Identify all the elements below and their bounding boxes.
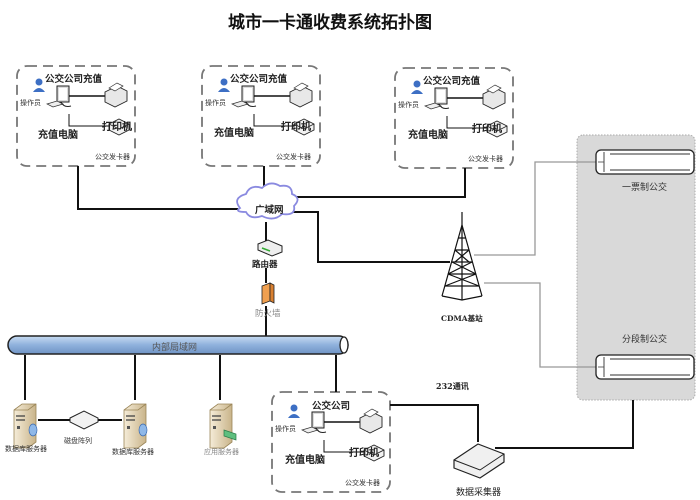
bus-single-label: 一票制公交 — [622, 183, 668, 193]
box-1-title: 公交公司充值 — [45, 74, 103, 85]
box-3-title: 公交公司充值 — [423, 76, 481, 87]
box-1-card-issuer: 公交发卡器 — [95, 153, 130, 161]
wan-label: 广域网 — [255, 205, 284, 216]
link-collector-panel — [495, 400, 634, 449]
box-2-pc: 充值电脑 — [214, 128, 254, 139]
company-box — [271, 391, 391, 493]
firewall-icon — [261, 282, 271, 305]
bus-single-icon — [595, 149, 695, 175]
data-collector-icon — [453, 443, 505, 479]
company-box-title: 公交公司 — [312, 401, 351, 412]
box-2-card-issuer: 公交发卡器 — [276, 153, 311, 161]
bus-segment-icon — [595, 354, 695, 380]
link-company-collector — [390, 404, 479, 442]
app-server-label: 应用服务器 — [204, 448, 239, 456]
company-pc: 充值电脑 — [285, 455, 325, 466]
box-2-printer: 打印机 — [281, 122, 311, 133]
comm-232-label: 232通讯 — [436, 381, 469, 391]
link-wan-tower — [290, 211, 450, 263]
recharge-box-1 — [16, 65, 136, 167]
box-3-pc: 充值电脑 — [408, 130, 448, 141]
disk-array-label: 磁盘阵列 — [64, 437, 92, 445]
link-box3-wan — [280, 168, 466, 198]
box-1-printer: 打印机 — [102, 122, 132, 133]
tower-label: CDMA基站 — [441, 314, 483, 323]
box-3-operator: 操作员 — [398, 101, 419, 109]
recharge-box-2 — [201, 65, 321, 167]
recharge-box-3 — [394, 67, 514, 169]
router-label: 路由器 — [252, 260, 278, 270]
db-server-2-label: 数据库服务器 — [112, 448, 154, 456]
box-2-title: 公交公司充值 — [230, 74, 288, 85]
box-1-pc: 充值电脑 — [38, 130, 78, 141]
lan-label: 内部局域网 — [152, 343, 198, 353]
router-icon — [257, 239, 283, 257]
db-server-1-label: 数据库服务器 — [5, 445, 47, 453]
box-3-printer: 打印机 — [472, 124, 502, 135]
app-server-icon — [209, 403, 233, 449]
company-printer: 打印机 — [349, 448, 379, 459]
box-2-operator: 操作员 — [205, 99, 226, 107]
box-1-operator: 操作员 — [20, 99, 41, 107]
company-operator: 操作员 — [275, 425, 296, 433]
link-tower-bus-segment — [484, 282, 598, 368]
wan-cloud-icon — [236, 182, 299, 220]
link-box1-wan — [77, 166, 238, 210]
bus-segment-label: 分段制公交 — [622, 335, 668, 345]
bus-panel — [576, 134, 696, 401]
page-title: 城市一卡通收费系统拓扑图 — [228, 13, 432, 33]
company-card-issuer: 公交发卡器 — [345, 479, 380, 487]
link-tower-bus-single — [474, 161, 598, 256]
box-3-card-issuer: 公交发卡器 — [468, 155, 503, 163]
firewall-label: 防火墙 — [255, 309, 281, 319]
collector-label: 数据采集器 — [456, 488, 502, 498]
disk-array-icon — [69, 410, 99, 430]
cdma-tower-icon — [441, 212, 483, 301]
